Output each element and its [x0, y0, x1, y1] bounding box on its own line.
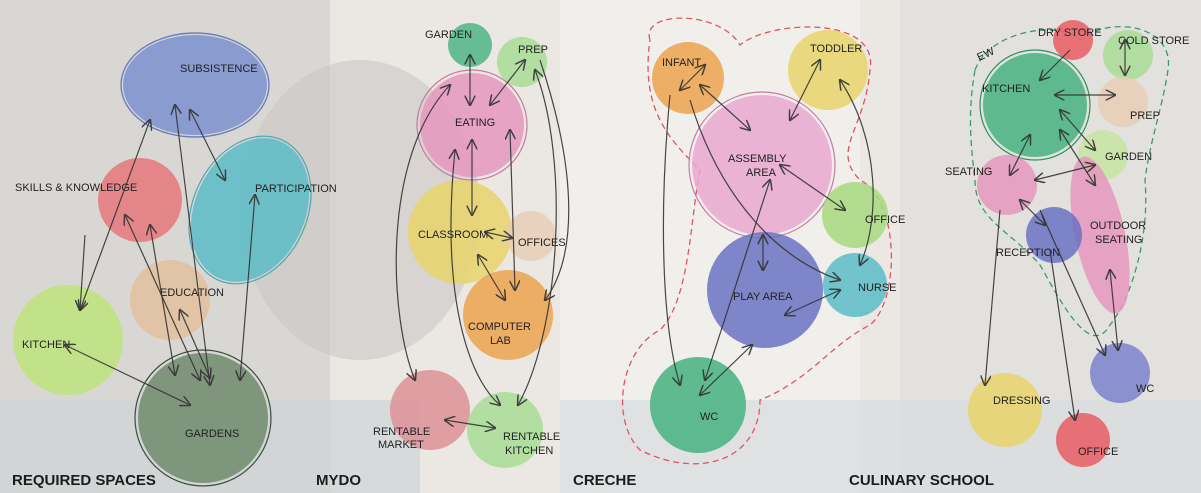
section-title-required: REQUIRED SPACES — [12, 472, 156, 489]
label-skills: SKILLS & KNOWLEDGE — [15, 182, 137, 194]
edges-mydo — [395, 55, 570, 428]
label-computer-lab-1: COMPUTER — [468, 321, 531, 333]
section-title-culinary: CULINARY SCHOOL — [849, 472, 994, 489]
bubble-kitchen-culinary — [983, 53, 1087, 157]
bubble-rentable-market — [390, 370, 470, 450]
bubble-wc-creche — [650, 357, 746, 453]
label-offices: OFFICES — [518, 237, 566, 249]
label-play-area: PLAY AREA — [733, 291, 793, 303]
label-rentable-market-1: RENTABLE — [373, 426, 430, 438]
label-rentable-kitchen-1: RENTABLE — [503, 431, 560, 443]
label-rentable-kitchen-2: KITCHEN — [505, 445, 553, 457]
creche-boundary — [621, 17, 892, 465]
bubble-seating — [977, 155, 1037, 215]
label-participation: PARTICIPATION — [255, 183, 337, 195]
label-toddler: TODDLER — [810, 43, 862, 55]
label-rentable-market-2: MARKET — [378, 439, 424, 451]
bubble-dry-store — [1053, 20, 1093, 60]
bubble-subsistence — [120, 32, 270, 138]
label-dry-store: DRY STORE — [1038, 27, 1102, 39]
label-assembly-1: ASSEMBLY — [728, 153, 787, 165]
label-wc-culinary: WC — [1136, 383, 1154, 395]
label-kitchen-culinary: KITCHEN — [982, 83, 1030, 95]
section-title-creche: CRECHE — [573, 472, 636, 489]
bubble-infant — [652, 42, 724, 114]
bubble-garden-mydo — [448, 23, 492, 67]
bubble-skills — [98, 158, 182, 242]
bubble-assembly — [692, 95, 832, 235]
label-wc-creche: WC — [700, 411, 718, 423]
bubble-toddler — [788, 30, 868, 110]
creche-group: INFANT TODDLER ASSEMBLY AREA OFFICE NURS… — [573, 17, 905, 489]
edges-culinary — [985, 40, 1125, 420]
label-outdoor-1: OUTDOOR — [1090, 220, 1146, 232]
label-computer-lab-2: LAB — [490, 335, 511, 347]
bubble-office-culinary — [1056, 413, 1110, 467]
label-eating: EATING — [455, 117, 495, 129]
culinary-group: EW DRY STORE COLD STORE KITCHEN PREP GAR… — [849, 20, 1189, 489]
section-title-mydo: MYDO — [316, 472, 361, 489]
label-reception: RECEPTION — [996, 247, 1060, 259]
label-prep-mydo: PREP — [518, 44, 548, 56]
bubble-play-area — [707, 232, 823, 348]
label-garden-mydo: GARDEN — [425, 29, 472, 41]
label-infant: INFANT — [662, 57, 701, 69]
label-office-culinary: OFFICE — [1078, 446, 1118, 458]
label-assembly-2: AREA — [746, 167, 777, 179]
label-cold-store: COLD STORE — [1118, 35, 1189, 47]
label-dressing: DRESSING — [993, 395, 1050, 407]
edges-creche — [662, 60, 874, 395]
bubble-rentable-kitchen — [467, 392, 543, 468]
label-outdoor-2: SEATING — [1095, 234, 1142, 246]
label-kitchen-required: KITCHEN — [22, 339, 70, 351]
label-nurse: NURSE — [858, 282, 897, 294]
bubble-dressing — [968, 373, 1042, 447]
label-office-creche: OFFICE — [865, 214, 905, 226]
label-subsistence: SUBSISTENCE — [180, 63, 258, 75]
mydo-group: GARDEN PREP EATING CLASSROOM OFFICES COM… — [316, 23, 570, 489]
label-gardens: GARDENS — [185, 428, 239, 440]
bubble-wc-culinary — [1090, 343, 1150, 403]
label-seating: SEATING — [945, 166, 992, 178]
edges-required — [65, 105, 255, 405]
required-spaces-group: SUBSISTENCE PARTICIPATION SKILLS & KNOWL… — [12, 32, 337, 489]
label-prep-culinary: PREP — [1130, 110, 1160, 122]
bubble-education — [130, 260, 210, 340]
label-education: EDUCATION — [160, 287, 224, 299]
label-classroom: CLASSROOM — [418, 229, 488, 241]
bubble-prep-culinary — [1098, 77, 1148, 127]
label-garden-culinary: GARDEN — [1105, 151, 1152, 163]
culinary-boundary — [969, 26, 1170, 337]
